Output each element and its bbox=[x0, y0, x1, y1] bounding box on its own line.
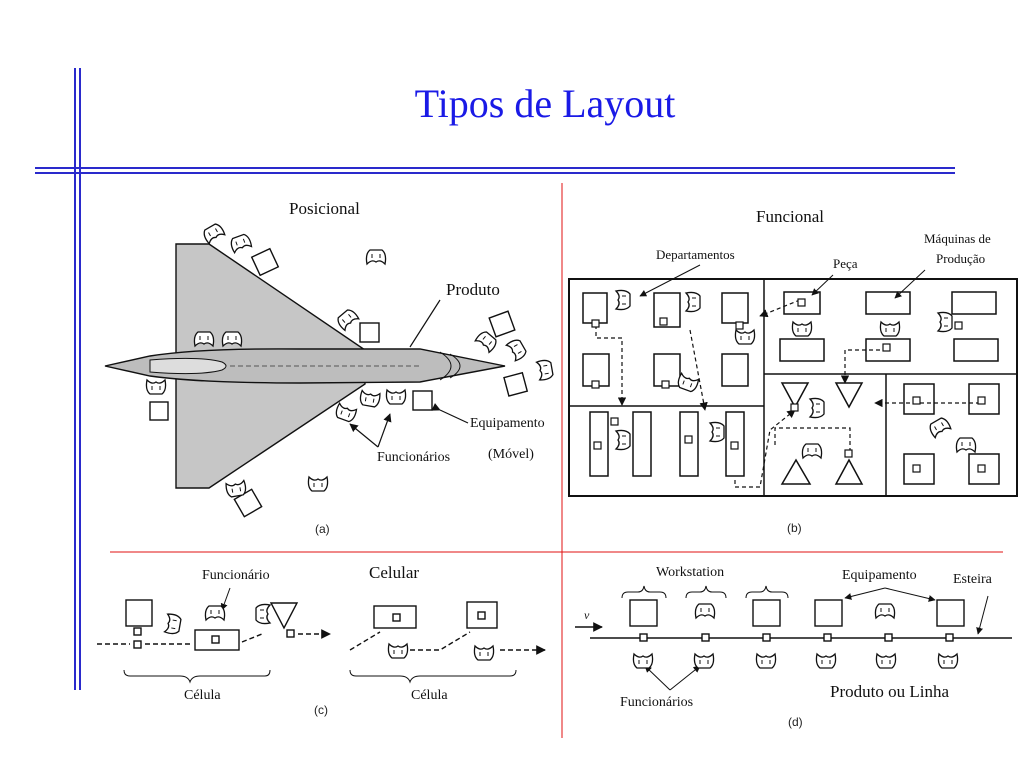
diagram-produto-linha-workers bbox=[632, 603, 959, 669]
factory-outline bbox=[568, 278, 1018, 497]
diagram-produto-linha bbox=[575, 585, 1012, 691]
diagram-posicional bbox=[104, 221, 555, 518]
quadrant-title-posicional: Posicional bbox=[289, 199, 360, 218]
label-velocity: v bbox=[584, 608, 590, 622]
vertical-rule bbox=[74, 68, 81, 690]
diagram-celular bbox=[97, 587, 545, 684]
horizontal-rule bbox=[35, 167, 955, 174]
slide-title: Tipos de Layout bbox=[414, 81, 676, 126]
label-produto: Produto bbox=[446, 280, 500, 299]
diagram-funcional bbox=[568, 264, 1018, 497]
label-peca: Peça bbox=[833, 256, 858, 271]
quadrant-title-funcional: Funcional bbox=[756, 207, 824, 226]
label-funcionarios-d: Funcionários bbox=[620, 695, 694, 710]
caption-a: (a) bbox=[315, 522, 330, 536]
quadrant-title-produto-linha: Produto ou Linha bbox=[830, 682, 949, 701]
caption-d: (d) bbox=[788, 715, 803, 729]
label-departamentos: Departamentos bbox=[656, 247, 735, 262]
label-workstation: Workstation bbox=[656, 565, 725, 580]
quadrant-title-celular: Celular bbox=[369, 563, 420, 582]
label-equipamento-d: Equipamento bbox=[842, 568, 917, 583]
caption-c: (c) bbox=[314, 703, 328, 717]
label-celula-2: Célula bbox=[411, 688, 448, 703]
label-funcionarios-a: Funcionários bbox=[377, 450, 451, 465]
label-movel: (Móvel) bbox=[488, 447, 534, 462]
caption-b: (b) bbox=[787, 521, 802, 535]
label-celula-1: Célula bbox=[184, 688, 221, 703]
label-maquinas-de: Máquinas de bbox=[924, 231, 991, 246]
label-funcionario: Funcionário bbox=[202, 568, 270, 583]
label-equipamento: Equipamento bbox=[470, 416, 545, 431]
diagram-funcional-parts bbox=[591, 298, 986, 473]
label-esteira: Esteira bbox=[953, 572, 992, 587]
label-producao: Produção bbox=[936, 251, 986, 266]
